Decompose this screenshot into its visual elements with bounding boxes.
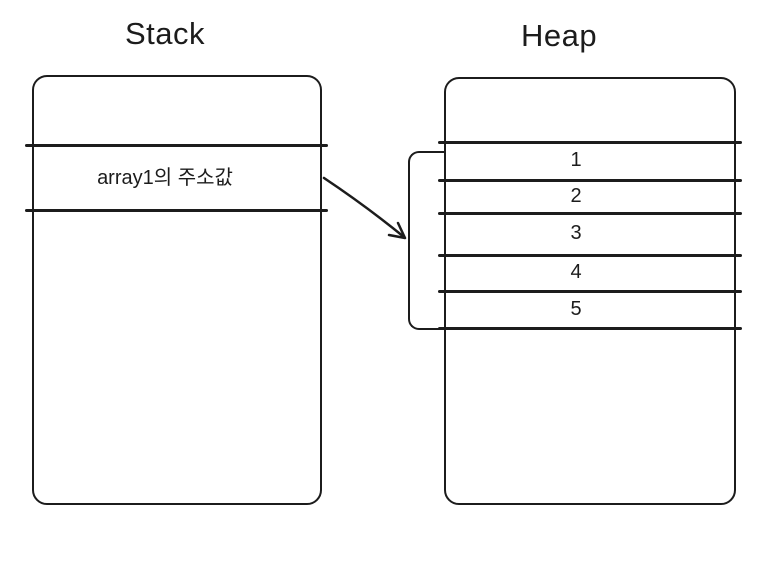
heap-row-divider <box>438 212 742 215</box>
heap-row-divider <box>438 141 742 144</box>
array-group-bracket <box>408 151 446 330</box>
heap-row-divider <box>438 254 742 257</box>
heap-row-divider <box>438 290 742 293</box>
heap-row-value: 4 <box>570 261 582 283</box>
heap-row-value: 3 <box>570 222 582 244</box>
stack-box <box>32 75 322 505</box>
stack-slot-divider-top <box>25 144 328 147</box>
stack-title: Stack <box>125 16 206 51</box>
heap-row-divider <box>438 179 742 182</box>
heap-row-value: 2 <box>570 185 582 207</box>
stack-pointer-label: array1의 주소값 <box>97 167 233 189</box>
heap-row-divider <box>438 327 742 330</box>
heap-row-value: 1 <box>570 149 582 171</box>
stack-slot-divider-bottom <box>25 209 328 212</box>
heap-row-value: 5 <box>570 298 582 320</box>
heap-title: Heap <box>521 18 598 53</box>
